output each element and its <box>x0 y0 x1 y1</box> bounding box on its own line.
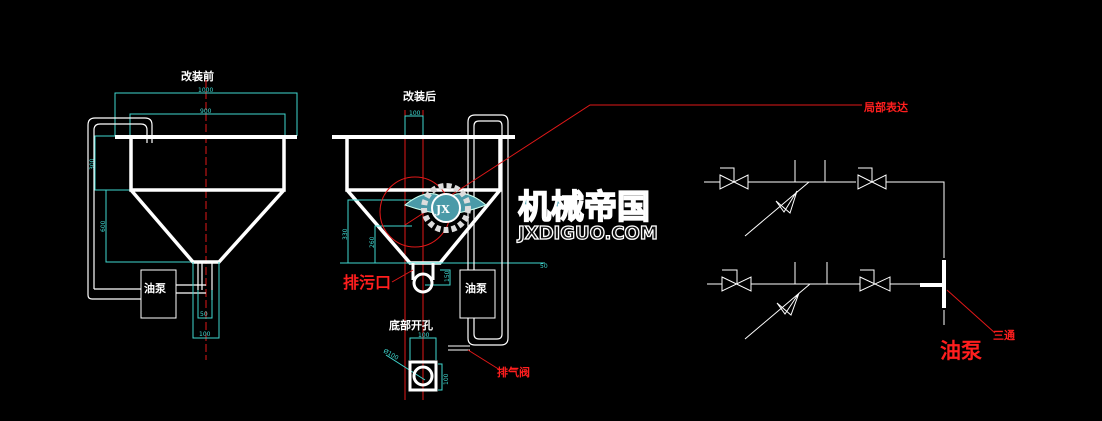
gate-valve-icon <box>719 167 749 190</box>
drain-leader <box>391 269 414 283</box>
after-pump-label: 油泵 <box>465 281 487 295</box>
valve-schematic <box>704 160 996 340</box>
dim-330: 330 <box>342 228 349 240</box>
drain-label: 排污口 <box>343 273 391 292</box>
tee-label: 三通 <box>993 329 1015 342</box>
tee-leader <box>946 289 996 334</box>
dim-600: 600 <box>100 220 107 232</box>
after-dims <box>340 199 545 286</box>
before-pump-box <box>140 269 177 319</box>
after-title: 改装后 <box>403 89 436 103</box>
oil-pipe-loop <box>87 117 153 300</box>
hole-height: 100 <box>443 373 450 385</box>
emblem-text: JX <box>435 203 450 216</box>
gear-hub-icon <box>431 193 461 223</box>
dim-900: 900 <box>200 108 212 115</box>
tee-fitting <box>920 260 946 308</box>
drain-neck <box>411 263 435 280</box>
pipe-line <box>704 160 945 258</box>
dim-right: 50 <box>540 263 548 270</box>
dim-300: 300 <box>89 158 96 170</box>
after-drawing: 改装后 100 330 260 150 50 排污口 油泵 排气阀 底部开孔 1… <box>332 89 548 400</box>
vent-leader <box>467 349 501 371</box>
bottom-plate <box>408 360 438 392</box>
pipe-line <box>707 262 945 325</box>
vent-valve-label: 排气阀 <box>497 365 530 379</box>
watermark-logo: JX 机械帝国 JXDIGUO.COM <box>403 183 658 245</box>
dim-top-text: 100 <box>409 110 421 117</box>
angle-valve-icon <box>744 181 810 237</box>
vent-pipe <box>448 345 470 351</box>
hole-width: 100 <box>418 332 430 339</box>
after-pump-box <box>459 269 496 319</box>
after-oil-pipe-loop <box>467 114 509 346</box>
bottom-hole-title: 底部开孔 <box>389 318 433 332</box>
dim-1000: 1000 <box>198 87 213 94</box>
before-drawing: 改装前 1000 900 300 600 油泵 50 100 <box>87 69 298 360</box>
dim-260: 260 <box>369 236 376 248</box>
watermark-url: JXDIGUO.COM <box>516 223 658 244</box>
detail-label: 局部表达 <box>863 100 908 114</box>
watermark-name: 机械帝国 <box>518 187 650 226</box>
angle-valve-icon <box>744 283 811 340</box>
before-pump-label: 油泵 <box>144 281 166 295</box>
gate-valve-icon <box>857 167 887 190</box>
detail-pump-label: 油泵 <box>940 339 982 363</box>
detail-leader <box>404 104 862 226</box>
hole-diameter: Ø100 <box>382 348 400 362</box>
gate-valve-icon <box>721 269 752 292</box>
pipe-row-1 <box>704 160 945 258</box>
dim-50: 50 <box>200 311 208 318</box>
top-width-dims <box>114 92 298 136</box>
dim-top <box>404 115 424 136</box>
detail-callout: 局部表达 <box>379 100 908 248</box>
bottom-hole <box>412 365 434 387</box>
gate-valve-icon <box>859 269 891 292</box>
pipe-row-2 <box>707 262 945 340</box>
tank-outline <box>129 137 286 264</box>
dim-150: 150 <box>444 270 451 282</box>
height-dims <box>94 135 193 263</box>
before-title: 改装前 <box>181 69 214 83</box>
gear-icon <box>421 183 471 233</box>
hole-dims <box>385 337 443 391</box>
dim-100: 100 <box>199 331 211 338</box>
outlet-dims <box>192 262 220 339</box>
outlet-pipes <box>176 262 213 300</box>
drain-outlet <box>412 272 434 294</box>
